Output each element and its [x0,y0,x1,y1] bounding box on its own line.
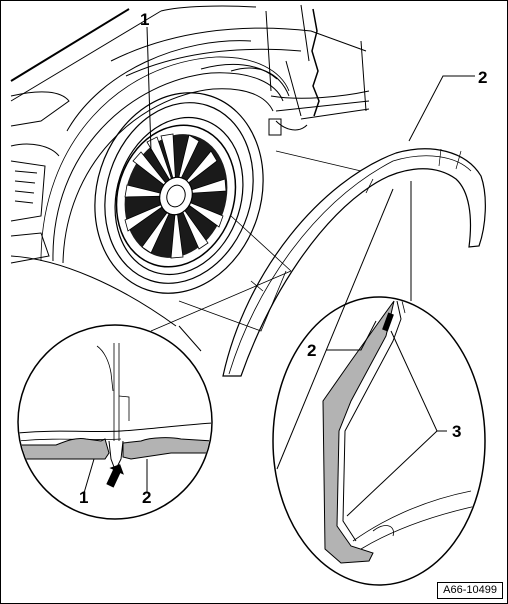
callout-1-detail-left: 1 [79,488,88,507]
callout-3-detail-right: 3 [452,422,461,441]
wheel-arch-trim [222,148,486,377]
direction-arrow [106,464,124,488]
wheel-tire [94,92,264,294]
figure-reference-label: A66-10499 [437,582,503,599]
callout-leaders [146,26,475,517]
callout-2-detail-right: 2 [307,341,316,360]
wheel-rim [115,124,237,268]
car-body [10,4,370,327]
detail-circle-left [17,324,213,520]
detail-circle-right [272,181,486,586]
callout-2-detail-left: 2 [142,488,151,507]
callout-1-wheel: 1 [140,10,149,29]
construction-lines [150,150,362,332]
callout-2-arch: 2 [478,68,487,87]
